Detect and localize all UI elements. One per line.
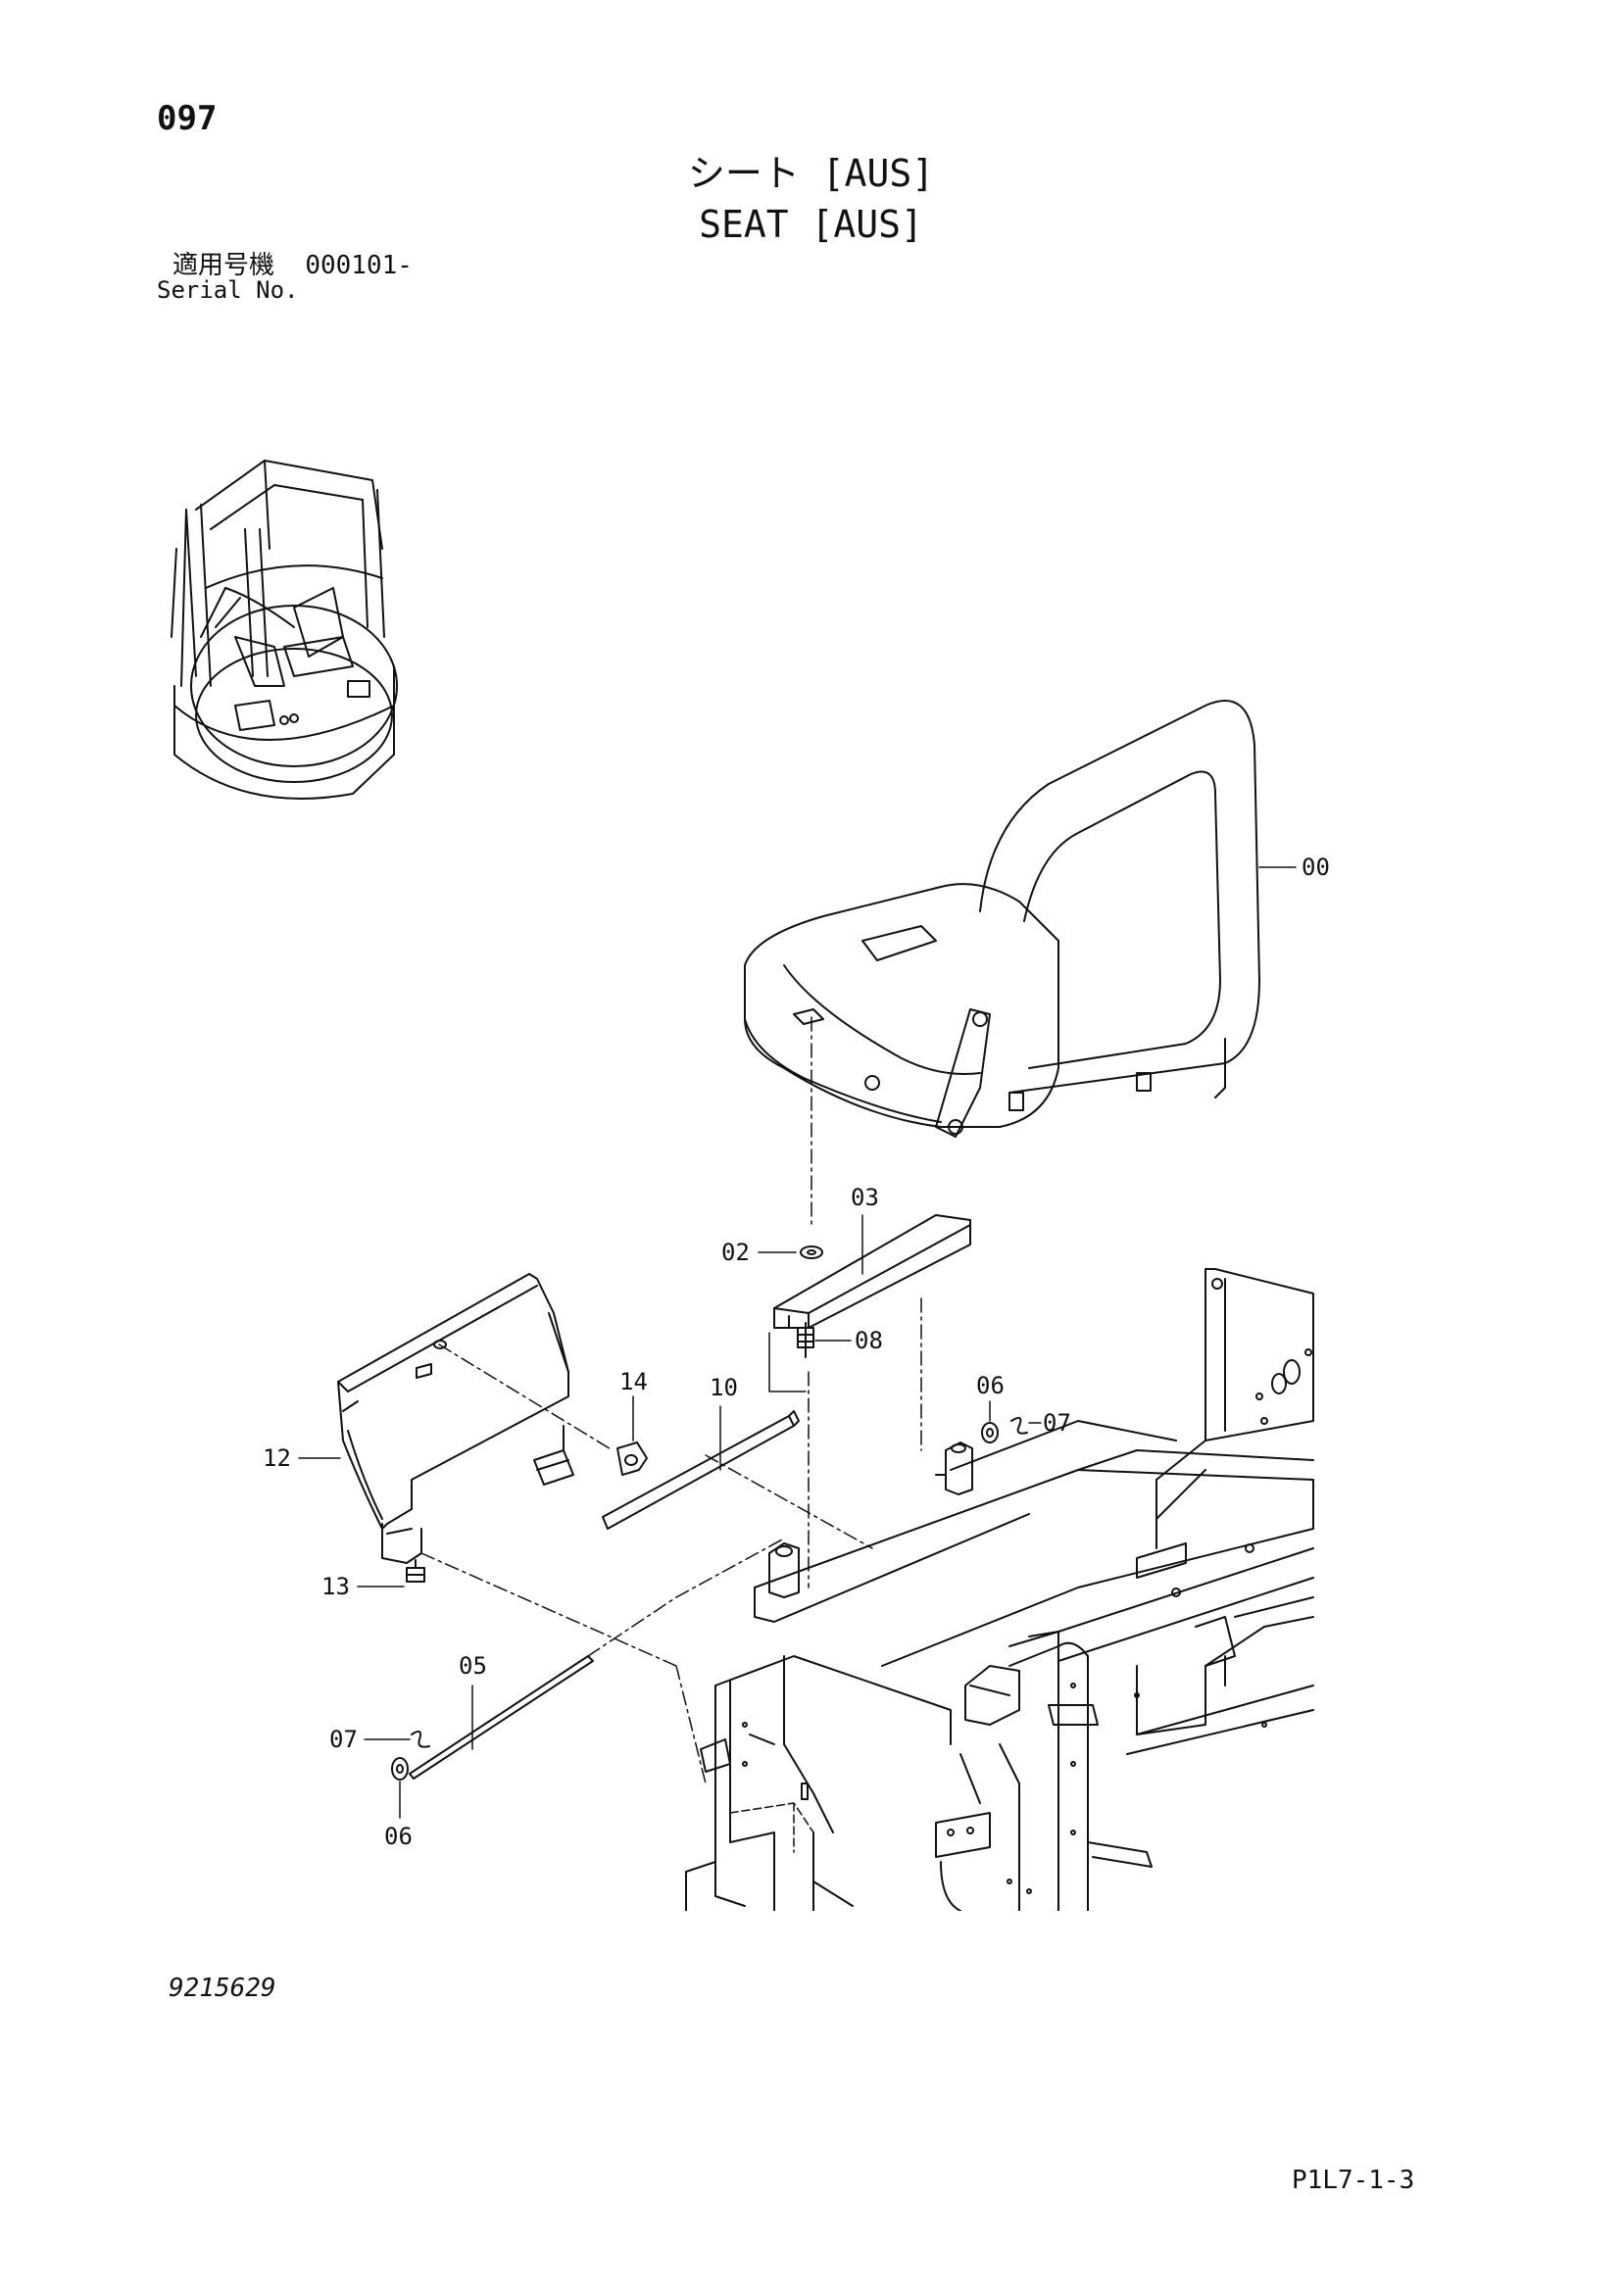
upper-frame-structure (685, 1268, 1314, 1912)
callout-05: 05 (459, 1652, 487, 1680)
pin-05 (409, 1538, 785, 1780)
cotter-pin-07-upper (1010, 1416, 1042, 1435)
guide-plate-frame (420, 1552, 677, 1667)
callout-06-lower: 06 (384, 1823, 413, 1850)
guide-plate-clip (438, 1343, 614, 1451)
callout-14: 14 (619, 1368, 648, 1395)
machine-overview-illustration (171, 460, 398, 800)
serial-value: 000101- (305, 251, 413, 280)
page-title-english: SEAT [AUS] (699, 203, 923, 246)
bolt-13 (357, 1559, 425, 1588)
washer-06-lower (391, 1757, 409, 1819)
drawing-number: 9215629 (169, 1974, 276, 2003)
page-reference: P1L7-1-3 (1292, 2166, 1415, 2195)
rod-10 (602, 1405, 873, 1549)
clip-14 (616, 1395, 648, 1476)
callout-06-upper: 06 (976, 1372, 1005, 1399)
serial-label-english: Serial No. (157, 276, 299, 304)
callout-12: 12 (263, 1444, 291, 1472)
callout-07-upper: 07 (1043, 1409, 1071, 1437)
bolt-08 (797, 1322, 852, 1358)
cotter-pin-07-lower (364, 1730, 430, 1748)
callout-10: 10 (710, 1374, 738, 1401)
callout-07-lower: 07 (329, 1726, 358, 1753)
callout-00: 00 (1302, 854, 1330, 881)
seat-assembly (744, 700, 1297, 1138)
cover-plate-12 (298, 1273, 574, 1564)
callout-13: 13 (321, 1573, 350, 1600)
callout-03: 03 (851, 1184, 879, 1211)
washer-06-upper (981, 1400, 999, 1443)
serial-label-jp-text: 適用号機 (172, 251, 275, 280)
callout-08: 08 (855, 1327, 883, 1354)
guide-frame-bracket (675, 1665, 707, 1784)
serial-label-japanese: 適用号機 000101- (172, 253, 413, 278)
seat-rail-03 (773, 1214, 971, 1329)
callout-02: 02 (721, 1239, 750, 1266)
page-number: 097 (157, 99, 218, 138)
mount-guide-left (768, 1332, 807, 1392)
washer-02 (758, 1246, 823, 1259)
page-title-japanese: シート [AUS] (687, 152, 935, 195)
